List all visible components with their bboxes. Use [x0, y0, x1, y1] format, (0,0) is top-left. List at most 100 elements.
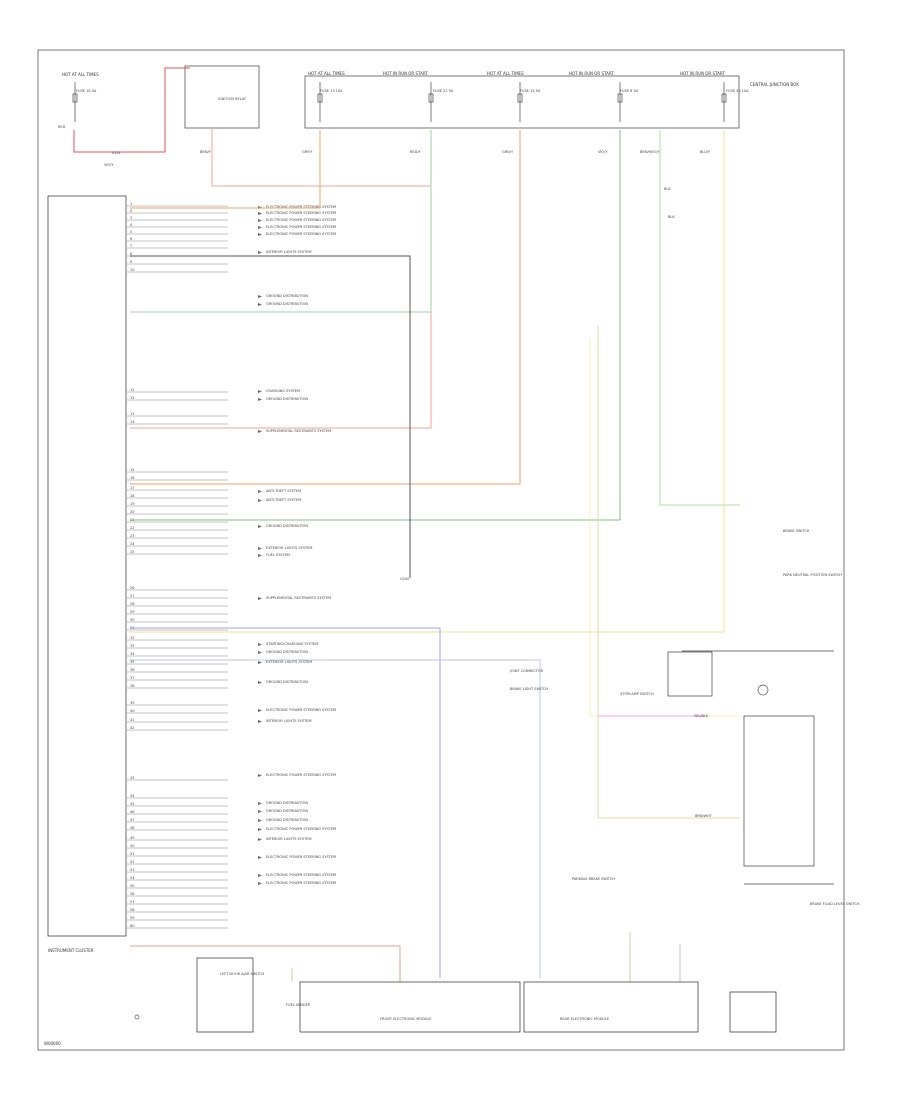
top-wire-label-4: RED/Y — [410, 150, 422, 154]
system-label-24: ELECTRONIC POWER STEERING SYSTEM — [266, 773, 336, 777]
top-wire-label-10: BRN/Y — [640, 150, 652, 154]
cluster-pin-number-41: 41 — [130, 718, 134, 722]
wire-tag-blk: BLK — [668, 215, 675, 219]
cluster-pin-number-43: 43 — [130, 776, 134, 780]
top-wire-label-7: VIO/Y — [650, 150, 660, 154]
cluster-pin-number-40: 40 — [130, 709, 134, 713]
system-label-19: GROUND DISTRIBUTION — [266, 650, 308, 654]
system-label-26: GROUND DISTRIBUTION — [266, 809, 308, 813]
system-arrow-icon-15 — [258, 547, 262, 550]
cluster-pin-number-14: 14 — [130, 420, 135, 424]
system-label-6: INTERIOR LIGHTS SYSTEM — [266, 250, 312, 254]
top-wire-label-6: VIO/Y — [598, 150, 608, 154]
cluster-pin-number-12: 12 — [130, 396, 134, 400]
fuse-icon-5 — [617, 93, 623, 103]
wire-run-1 — [73, 67, 190, 153]
system-arrow-icon-27 — [258, 819, 262, 822]
cluster-pin-number-48: 48 — [130, 826, 134, 830]
system-arrow-icon-8 — [258, 303, 262, 306]
system-arrow-icon-10 — [258, 398, 262, 401]
cluster-pin-number-58: 58 — [130, 908, 134, 912]
cluster-pin-number-55: 55 — [130, 884, 134, 888]
system-arrow-icon-2 — [258, 212, 262, 215]
ground-symbol-icon — [757, 684, 769, 696]
system-label-9: CHARGING SYSTEM — [266, 389, 300, 393]
system-arrow-icon-25 — [258, 802, 262, 805]
system-label-12: ANTI-THEFT SYSTEM — [266, 489, 301, 493]
system-label-30: ELECTRONIC POWER STEERING SYSTEM — [266, 855, 336, 859]
cluster-pin-number-56: 56 — [130, 892, 134, 896]
wire-tag-brn: BRN/WHT — [695, 814, 713, 818]
relay-box — [184, 65, 260, 129]
cluster-pin-number-44: 44 — [130, 794, 135, 798]
system-arrow-icon-32 — [258, 882, 262, 885]
wire-run-7 — [659, 130, 740, 506]
wire-run-5 — [130, 130, 432, 313]
system-label-32: ELECTRONIC POWER STEERING SYSTEM — [266, 881, 336, 885]
wire-run-2 — [130, 128, 432, 429]
splice-tag: S101 — [112, 151, 121, 155]
system-label-7: GROUND DISTRIBUTION — [266, 294, 308, 298]
cluster-pin-number-57: 57 — [130, 900, 134, 904]
wire-run-10 — [589, 338, 740, 717]
wire-tag-yel: YEL/BLK — [694, 714, 709, 718]
cluster-pin-number-6: 6 — [130, 237, 132, 241]
system-label-22: ELECTRONIC POWER STEERING SYSTEM — [266, 708, 336, 712]
cluster-pin-number-33: 33 — [130, 644, 134, 648]
cluster-pin-number-38: 38 — [130, 684, 134, 688]
fuse-icon-1 — [72, 93, 78, 103]
system-label-8: GROUND DISTRIBUTION — [266, 302, 308, 306]
system-arrow-icon-26 — [258, 810, 262, 813]
system-arrow-icon-5 — [258, 233, 262, 236]
cluster-pin-number-52: 52 — [130, 860, 134, 864]
cluster-pin-number-28: 28 — [130, 602, 134, 606]
cluster-pin-number-32: 32 — [130, 636, 134, 640]
stoplamp-switch-box — [667, 651, 713, 697]
door-switch-icon — [134, 1014, 140, 1020]
ground-tag: G200 — [400, 577, 409, 581]
wire-run-8 — [130, 130, 725, 633]
top-wire-label-2: BRN/Y — [200, 150, 212, 154]
cluster-pin-number-20: 20 — [130, 510, 134, 514]
system-arrow-icon-23 — [258, 720, 262, 723]
fuse-label-1: FUSE 18 5A — [76, 89, 97, 93]
cluster-pin-number-18: 18 — [130, 494, 134, 498]
parking-brake-label: PARKING BRAKE SWITCH — [572, 877, 615, 881]
cluster-pin-number-51: 51 — [130, 852, 134, 856]
cluster-pin-number-2: 2 — [130, 209, 132, 213]
cluster-pin-number-42: 42 — [130, 726, 134, 730]
system-label-2: ELECTRONIC POWER STEERING SYSTEM — [266, 211, 336, 215]
system-arrow-icon-17 — [258, 597, 262, 600]
system-label-10: GROUND DISTRIBUTION — [266, 397, 308, 401]
cluster-pin-number-9: 9 — [130, 260, 132, 264]
colored-wire-runs — [73, 67, 740, 982]
cluster-pin-number-35: 35 — [130, 660, 134, 664]
system-label-25: GROUND DISTRIBUTION — [266, 801, 308, 805]
cluster-pin-number-29: 29 — [130, 610, 134, 614]
cluster-pin-rows: 1234567891011121314151617181920212223242… — [127, 202, 336, 929]
system-arrow-icon-30 — [258, 856, 262, 859]
system-arrow-icon-31 — [258, 874, 262, 877]
fuse-label-6: FUSE 42 10A — [726, 89, 749, 93]
cluster-pin-number-24: 24 — [130, 542, 135, 546]
cluster-pin-number-1: 1 — [130, 202, 132, 206]
cluster-pin-number-15: 15 — [130, 468, 134, 472]
cluster-pin-number-49: 49 — [130, 836, 134, 840]
cluster-pin-number-25: 25 — [130, 550, 134, 554]
wire-run-4 — [130, 130, 521, 485]
brake-switch-label: BRAKE SWITCH — [783, 529, 810, 533]
cluster-pin-number-27: 27 — [130, 594, 134, 598]
hot-at-all-times-label: HOT AT ALL TIMES — [62, 72, 99, 77]
system-label-17: SUPPLEMENTAL RESTRAINTS SYSTEM — [266, 596, 331, 600]
system-label-16: FUEL SYSTEM — [266, 553, 290, 557]
system-arrow-icon-29 — [258, 838, 262, 841]
left-door-label: LEFT DOOR AJAR SWITCH — [220, 972, 265, 976]
system-arrow-icon-16 — [258, 554, 262, 557]
wire-run-9 — [597, 326, 740, 819]
system-label-4: ELECTRONIC POWER STEERING SYSTEM — [266, 225, 336, 229]
cluster-pin-number-26: 26 — [130, 586, 134, 590]
fuse-icon-3 — [428, 93, 434, 103]
cluster-pin-number-37: 37 — [130, 676, 134, 680]
cluster-pin-number-5: 5 — [130, 230, 132, 234]
